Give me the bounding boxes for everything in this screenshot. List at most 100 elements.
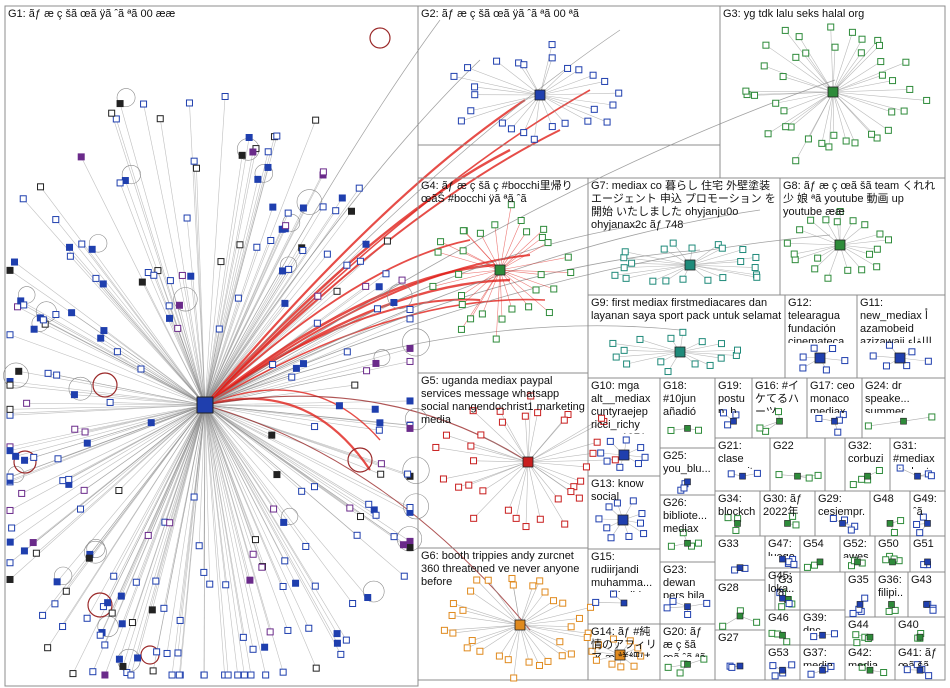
node[interactable] <box>6 447 14 455</box>
node[interactable] <box>246 576 254 584</box>
node[interactable] <box>53 371 61 379</box>
node[interactable] <box>478 310 486 318</box>
node[interactable] <box>183 214 191 222</box>
node[interactable] <box>292 579 300 587</box>
node[interactable] <box>175 301 183 309</box>
node[interactable] <box>623 360 631 368</box>
node[interactable] <box>636 519 644 527</box>
node[interactable] <box>351 381 359 389</box>
node[interactable] <box>342 636 350 644</box>
node[interactable] <box>779 73 787 81</box>
node[interactable] <box>484 576 492 584</box>
node[interactable] <box>781 26 789 34</box>
node[interactable] <box>498 315 506 323</box>
node[interactable] <box>279 668 287 676</box>
node[interactable] <box>154 267 162 275</box>
node[interactable] <box>606 437 614 445</box>
node[interactable] <box>536 515 544 523</box>
node[interactable] <box>849 481 857 489</box>
node[interactable] <box>504 656 512 664</box>
node[interactable] <box>727 470 735 478</box>
node[interactable] <box>560 416 568 424</box>
node[interactable] <box>178 271 186 279</box>
node[interactable] <box>239 633 247 641</box>
node[interactable] <box>8 524 16 532</box>
node[interactable] <box>508 574 516 582</box>
node[interactable] <box>704 276 712 284</box>
node[interactable] <box>465 481 473 489</box>
node[interactable] <box>253 243 261 251</box>
node[interactable] <box>861 594 869 602</box>
node[interactable] <box>319 203 327 211</box>
node[interactable] <box>598 414 606 422</box>
node[interactable] <box>695 426 703 434</box>
node[interactable] <box>371 405 379 413</box>
node[interactable] <box>611 456 619 464</box>
node[interactable] <box>590 105 598 113</box>
node[interactable] <box>279 267 287 275</box>
node[interactable] <box>458 292 466 300</box>
node[interactable] <box>437 238 445 246</box>
node[interactable] <box>753 469 761 477</box>
g13-center-node[interactable] <box>617 514 629 526</box>
node[interactable] <box>101 671 109 679</box>
g11-center-node[interactable] <box>894 352 906 364</box>
node[interactable] <box>667 542 675 550</box>
node[interactable] <box>728 663 736 671</box>
node[interactable] <box>841 357 849 365</box>
node[interactable] <box>254 175 262 183</box>
node[interactable] <box>457 325 465 333</box>
node[interactable] <box>679 328 687 336</box>
node[interactable] <box>554 495 562 503</box>
node[interactable] <box>609 635 617 643</box>
node[interactable] <box>769 662 777 670</box>
node[interactable] <box>669 597 677 605</box>
node[interactable] <box>323 250 331 258</box>
node[interactable] <box>856 601 864 608</box>
node[interactable] <box>97 334 105 342</box>
node[interactable] <box>406 397 414 405</box>
node[interactable] <box>492 335 500 343</box>
node[interactable] <box>310 483 318 491</box>
node[interactable] <box>925 672 933 680</box>
node[interactable] <box>824 274 832 282</box>
node[interactable] <box>52 311 60 319</box>
node[interactable] <box>312 116 320 124</box>
node[interactable] <box>525 303 533 311</box>
node[interactable] <box>617 663 625 671</box>
node[interactable] <box>406 544 414 552</box>
node[interactable] <box>470 514 478 522</box>
node[interactable] <box>815 414 823 422</box>
node[interactable] <box>529 582 537 590</box>
node[interactable] <box>875 466 883 474</box>
node[interactable] <box>814 254 822 262</box>
node[interactable] <box>558 652 566 660</box>
node[interactable] <box>736 662 744 670</box>
node[interactable] <box>669 239 677 247</box>
node[interactable] <box>792 157 800 165</box>
node[interactable] <box>104 599 112 607</box>
node[interactable] <box>876 230 884 238</box>
node[interactable] <box>538 233 546 241</box>
node[interactable] <box>620 264 628 272</box>
node[interactable] <box>612 353 620 361</box>
node[interactable] <box>404 470 412 478</box>
node[interactable] <box>376 419 384 427</box>
node[interactable] <box>861 221 869 229</box>
node[interactable] <box>6 331 14 339</box>
node[interactable] <box>869 352 877 360</box>
node[interactable] <box>168 671 176 679</box>
node[interactable] <box>730 417 737 425</box>
node[interactable] <box>71 425 79 433</box>
node[interactable] <box>373 305 381 313</box>
node[interactable] <box>548 123 556 131</box>
node[interactable] <box>362 282 370 290</box>
node[interactable] <box>372 511 380 519</box>
node[interactable] <box>150 271 158 279</box>
node[interactable] <box>732 526 740 534</box>
node[interactable] <box>166 277 174 285</box>
node[interactable] <box>174 324 182 332</box>
node[interactable] <box>81 428 89 436</box>
node[interactable] <box>882 556 890 564</box>
node[interactable] <box>200 568 208 576</box>
